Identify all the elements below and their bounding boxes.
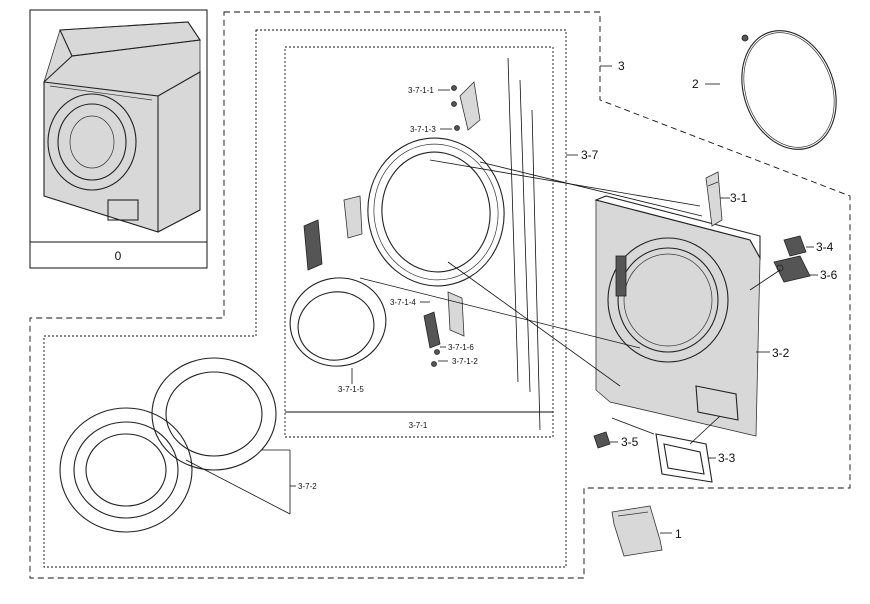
leader-lines: [289, 65, 818, 534]
callout-3-5: 3-5: [621, 435, 639, 449]
callout-labels: 0 1 2 3 3-1 3-2 3-3 3-4 3-5 3-6 3-7 3-7-…: [115, 59, 838, 541]
group-outlines: [29, 9, 851, 579]
callout-3: 3: [618, 59, 625, 73]
front-panel-part: [594, 195, 761, 437]
callout-3-7: 3-7: [581, 148, 599, 162]
housing-part: [655, 433, 713, 483]
callout-3-7-1-2: 3-7-1-2: [452, 357, 478, 366]
latch-part: [705, 171, 723, 227]
button-part: [593, 431, 611, 449]
callout-1: 1: [675, 527, 682, 541]
filter-cover-part: [611, 505, 663, 557]
assembly-guide-lines: [185, 57, 781, 515]
callout-3-2: 3-2: [772, 346, 790, 360]
callout-3-7-1-1: 3-7-1-1: [408, 86, 434, 95]
callout-3-4: 3-4: [816, 240, 834, 254]
callout-3-7-1-5: 3-7-1-5: [338, 385, 364, 394]
door-ring-part: [741, 30, 837, 150]
callout-0: 0: [115, 249, 122, 263]
callout-2: 2: [692, 77, 699, 91]
bracket-parts: [773, 235, 811, 283]
group-3-7-outline: [43, 29, 567, 568]
callout-3-7-1-3: 3-7-1-3: [410, 125, 436, 134]
group-3-outline: [29, 11, 851, 579]
callout-3-7-2: 3-7-2: [298, 482, 317, 491]
assembly-box-0: [29, 9, 208, 269]
callout-3-3: 3-3: [718, 451, 736, 465]
callout-3-7-1-4: 3-7-1-4: [390, 298, 416, 307]
washer-illustration: [43, 21, 201, 233]
callout-3-1: 3-1: [730, 191, 748, 205]
outer-door-rings: [59, 357, 277, 533]
callout-3-6: 3-6: [820, 268, 838, 282]
callout-3-7-1-6: 3-7-1-6: [448, 343, 474, 352]
callout-3-7-1: 3-7-1: [409, 421, 428, 430]
group-3-7-1-outline: [284, 46, 554, 438]
door-frame-assembly: [289, 81, 505, 367]
